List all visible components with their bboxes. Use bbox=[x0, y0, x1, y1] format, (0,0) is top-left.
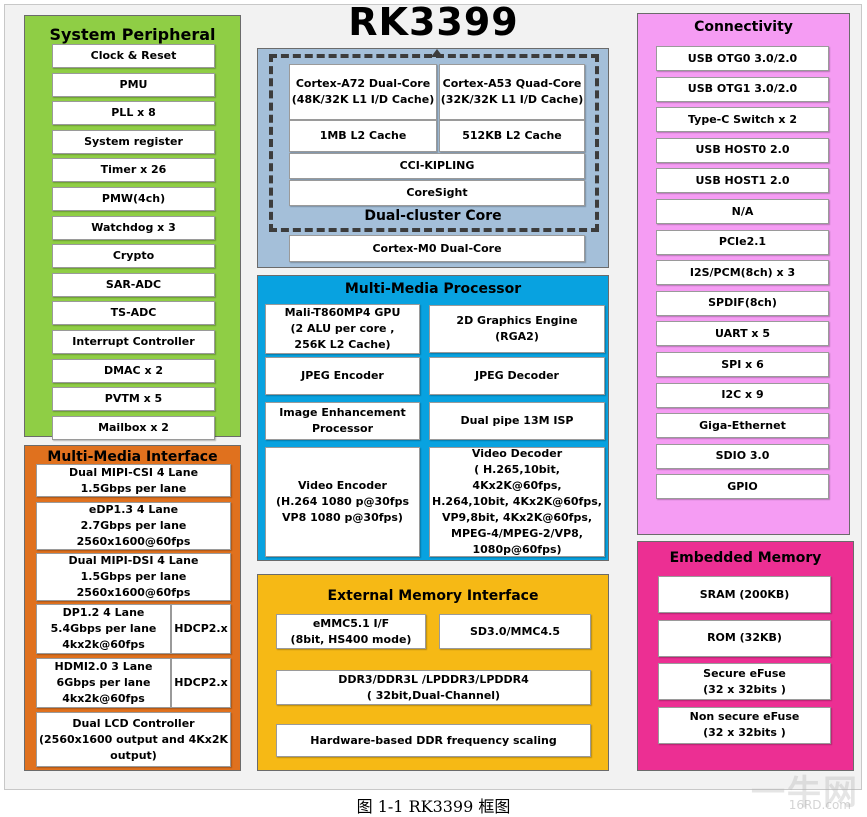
peripheral-pvtm-x-5: PVTM x 5 bbox=[52, 387, 215, 412]
peripheral-pmu: PMU bbox=[52, 72, 215, 97]
system-peripheral-title: System Peripheral bbox=[49, 25, 216, 44]
peripheral-ts-adc: TS-ADC bbox=[52, 301, 215, 326]
peripheral-interrupt-controller: Interrupt Controller bbox=[52, 330, 215, 354]
cortex-a53-box: Cortex-A53 Quad-Core (32K/32K L1 I/D Cac… bbox=[439, 64, 585, 120]
figure-caption: 图 1-1 RK3399 框图 bbox=[356, 797, 511, 816]
cortex-a72-box: Cortex-A72 Dual-Core (48K/32K L1 I/D Cac… bbox=[289, 64, 437, 120]
embedded-memory-panel: Embedded Memory SRAM (200KB) ROM (32KB) Se… bbox=[637, 541, 854, 771]
lcd-controller-box: Dual LCD Controller (2560x1600 output an… bbox=[36, 712, 231, 767]
multimedia-processor-title: Multi-Media Processor bbox=[344, 281, 522, 297]
dp-hdcp-box: HDCP2.x bbox=[171, 604, 231, 654]
connectivity-sdio-3-0: SDIO 3.0 bbox=[656, 443, 829, 469]
image-enhancement-box: Image Enhancement Processor bbox=[265, 402, 420, 440]
peripheral-clock-reset: Clock & Reset bbox=[52, 44, 215, 68]
cpu-core-panel: Cortex-A72 Dual-Core (48K/32K L1 I/D Cac… bbox=[257, 48, 609, 268]
hdmi-hdcp-box: HDCP2.x bbox=[171, 658, 231, 708]
peripheral-crypto: Crypto bbox=[52, 244, 215, 269]
cortex-m0-box: Cortex-M0 Dual-Core bbox=[289, 235, 585, 262]
peripheral-system-register: System register bbox=[52, 129, 215, 154]
diagram-title: RK3399 bbox=[348, 0, 519, 44]
ddr-box: DDR3/DDR3L /LPDDR3/LPDDR4 ( 32bit,Dual-C… bbox=[276, 670, 591, 705]
sd-mmc-box: SD3.0/MMC4.5 bbox=[439, 614, 591, 649]
connectivity-i2c-x-9: I2C x 9 bbox=[656, 382, 829, 408]
dual-cluster-arrow-icon bbox=[431, 49, 443, 57]
dual-cluster-label: Dual-cluster Core bbox=[364, 208, 502, 224]
connectivity-spdif-8ch: SPDIF(8ch) bbox=[656, 290, 829, 316]
multimedia-interface-panel: Multi-Media Interface Dual MIPI-CSI 4 La… bbox=[24, 445, 241, 771]
connectivity-usb-host1-2-0: USB HOST1 2.0 bbox=[656, 168, 829, 194]
video-decoder-box: Video Decoder ( H.265,10bit, 4Kx2K@60fps… bbox=[429, 447, 605, 557]
dp-box: DP1.2 4 Lane 5.4Gbps per lane 4kx2k@60fp… bbox=[36, 604, 171, 654]
peripheral-sar-adc: SAR-ADC bbox=[52, 272, 215, 297]
connectivity-type-c-switch-x-2: Type-C Switch x 2 bbox=[656, 107, 829, 133]
connectivity-usb-otg1-3-0-2-0: USB OTG1 3.0/2.0 bbox=[656, 76, 829, 102]
video-encoder-box: Video Encoder (H.264 1080 p@30fps VP8 10… bbox=[265, 447, 420, 557]
memory-non-secure-efuse: Non secure eFuse (32 x 32bits ) bbox=[658, 706, 831, 744]
watermark-sub: 16RD.com bbox=[788, 798, 851, 812]
mipi-csi-box: Dual MIPI-CSI 4 Lane 1.5Gbps per lane bbox=[36, 464, 231, 497]
connectivity-uart-x-5: UART x 5 bbox=[656, 321, 829, 347]
multimedia-interface-title: Multi-Media Interface bbox=[47, 449, 218, 465]
peripheral-pll-x-8: PLL x 8 bbox=[52, 101, 215, 126]
connectivity-spi-x-6: SPI x 6 bbox=[656, 352, 829, 377]
connectivity-giga-ethernet: Giga-Ethernet bbox=[656, 413, 829, 439]
cci-kipling-box: CCI-KIPLING bbox=[289, 153, 585, 179]
memory-sram-200kb: SRAM (200KB) bbox=[658, 576, 831, 613]
connectivity-usb-host0-2-0: USB HOST0 2.0 bbox=[656, 137, 829, 163]
external-memory-panel: External Memory Interface eMMC5.1 I/F (8… bbox=[257, 574, 609, 771]
memory-rom-32kb: ROM (32KB) bbox=[658, 619, 831, 657]
external-memory-title: External Memory Interface bbox=[327, 588, 539, 604]
connectivity-gpio: GPIO bbox=[656, 474, 829, 500]
watermark: 一牛网 bbox=[751, 773, 859, 813]
connectivity-i2s-pcm-8ch-x-3: I2S/PCM(8ch) x 3 bbox=[656, 260, 829, 286]
peripheral-mailbox-x-2: Mailbox x 2 bbox=[52, 415, 215, 440]
peripheral-pmw-4ch: PMW(4ch) bbox=[52, 187, 215, 211]
connectivity-usb-otg0-3-0-2-0: USB OTG0 3.0/2.0 bbox=[656, 46, 829, 71]
jpeg-encoder-box: JPEG Encoder bbox=[265, 357, 420, 395]
isp-box: Dual pipe 13M ISP bbox=[429, 402, 605, 440]
peripheral-dmac-x-2: DMAC x 2 bbox=[52, 358, 215, 383]
emmc-box: eMMC5.1 I/F (8bit, HS400 mode) bbox=[276, 614, 426, 649]
l2-cache-a53-box: 512KB L2 Cache bbox=[439, 120, 585, 152]
embedded-memory-title: Embedded Memory bbox=[669, 550, 822, 566]
peripheral-timer-x-26: Timer x 26 bbox=[52, 158, 215, 183]
coresight-box: CoreSight bbox=[289, 180, 585, 206]
connectivity-title: Connectivity bbox=[694, 19, 793, 35]
connectivity-n-a: N/A bbox=[656, 199, 829, 224]
peripheral-watchdog-x-3: Watchdog x 3 bbox=[52, 215, 215, 240]
l2-cache-a72-box: 1MB L2 Cache bbox=[289, 120, 437, 152]
memory-secure-efuse: Secure eFuse (32 x 32bits ) bbox=[658, 663, 831, 700]
mipi-dsi-box: Dual MIPI-DSI 4 Lane 1.5Gbps per lane 25… bbox=[36, 553, 231, 601]
edp-box: eDP1.3 4 Lane 2.7Gbps per lane 2560x1600… bbox=[36, 502, 231, 550]
connectivity-pcie2-1: PCIe2.1 bbox=[656, 229, 829, 255]
mali-gpu-box: Mali-T860MP4 GPU (2 ALU per core , 256K … bbox=[265, 304, 420, 354]
multimedia-processor-panel: Multi-Media Processor Mali-T860MP4 GPU (… bbox=[257, 275, 609, 561]
jpeg-decoder-box: JPEG Decoder bbox=[429, 357, 605, 395]
hdmi-box: HDMI2.0 3 Lane 6Gbps per lane 4kx2k@60fp… bbox=[36, 658, 171, 708]
2d-graphics-engine-box: 2D Graphics Engine (RGA2) bbox=[429, 305, 605, 353]
ddr-scaling-box: Hardware-based DDR frequency scaling bbox=[276, 724, 591, 757]
